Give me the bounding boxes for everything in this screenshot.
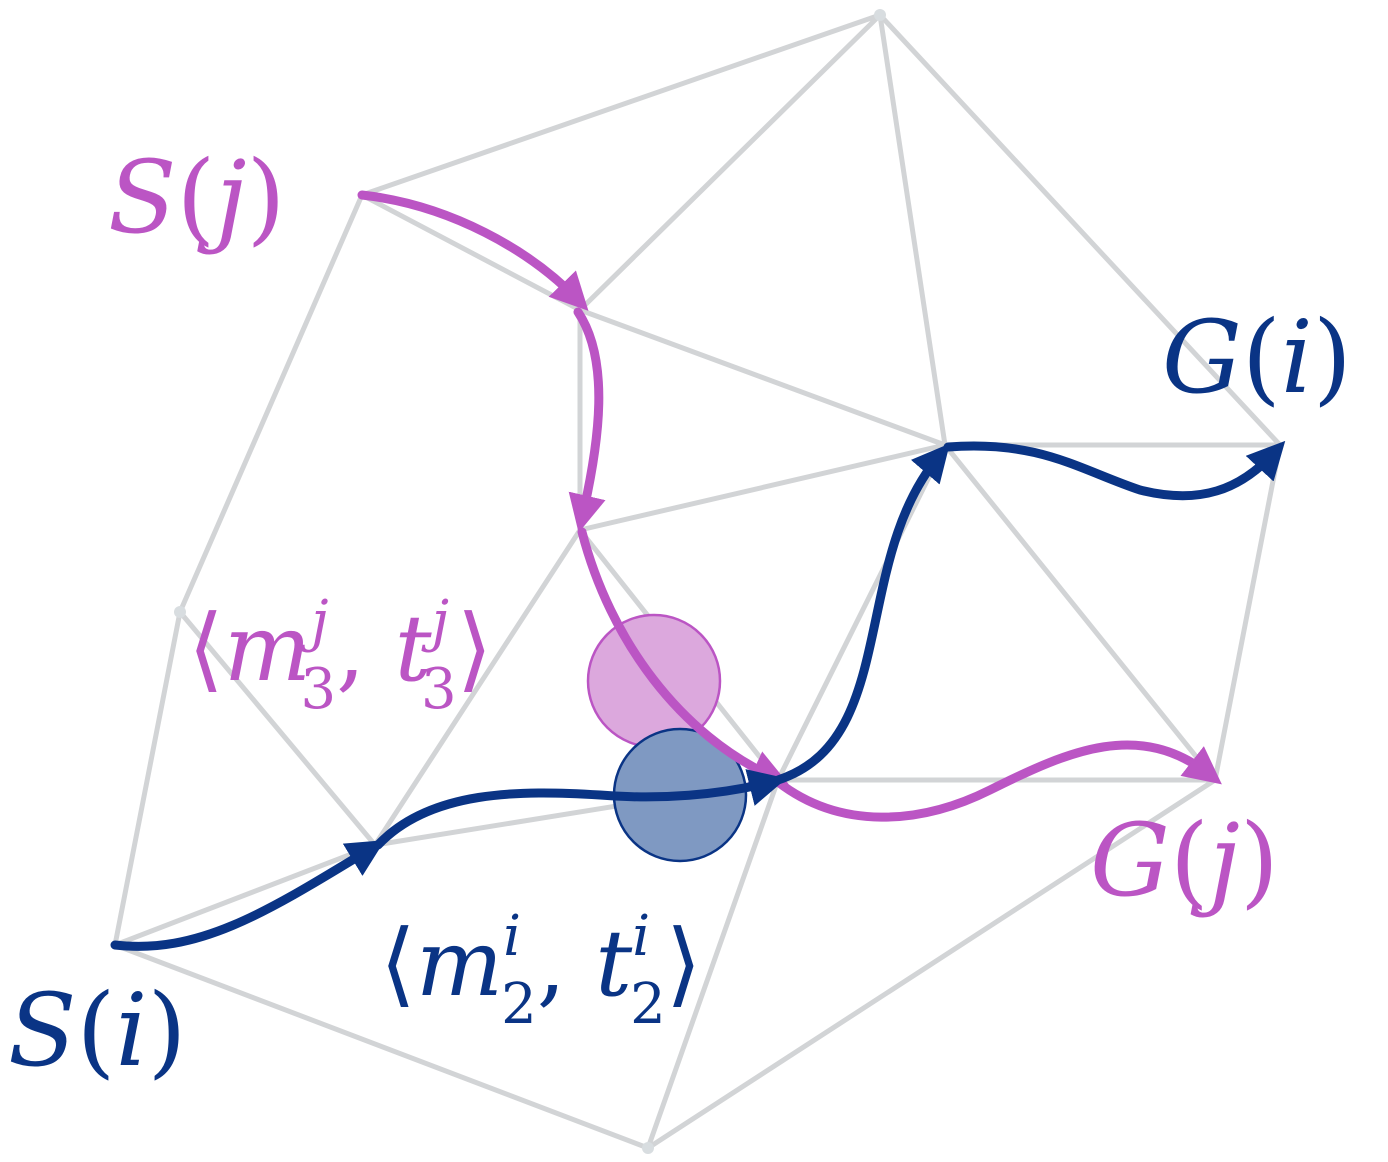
svg-text:⟨mi2, ti2⟩: ⟨mi2, ti2⟩ [380, 904, 702, 1037]
path-segment [943, 440, 1286, 501]
graph-edge [877, 12, 1283, 448]
graph-vertex [642, 1142, 654, 1154]
path-segment [373, 769, 787, 850]
svg-text:⟨mj3, tj3⟩: ⟨mj3, tj3⟩ [188, 589, 493, 722]
graph-edge [942, 442, 1218, 783]
svg-text:S(i): S(i) [8, 972, 187, 1089]
graph-edge [359, 192, 583, 313]
path-segment [577, 527, 789, 786]
goal-label-agent-i: G(i) [1162, 299, 1352, 416]
path-segment [568, 307, 606, 533]
path-segment [773, 740, 1222, 822]
graph-edge [775, 442, 948, 783]
graph-edge [645, 777, 1218, 1151]
agent-j-path [357, 190, 1222, 822]
graph-edge [645, 777, 781, 1151]
path-segment [110, 840, 385, 951]
graph-edge [112, 609, 183, 948]
svg-text:G(i): G(i) [1162, 299, 1352, 416]
path-segment [773, 443, 950, 785]
start-label-agent-j: S(j) [108, 139, 286, 256]
svg-text:S(j): S(j) [108, 139, 286, 256]
goal-label-agent-j: G(j) [1090, 802, 1279, 919]
graph-edge [112, 842, 378, 948]
path-segment [357, 190, 589, 311]
graph-edge [177, 192, 365, 615]
graph-vertex [874, 9, 886, 21]
graph-edge [1212, 442, 1283, 783]
graph-edge [577, 307, 948, 448]
svg-text:G(j): G(j) [1090, 802, 1279, 919]
start-label-agent-i: S(i) [8, 972, 187, 1089]
graph-edge [112, 942, 651, 1151]
conflict-region [586, 613, 748, 863]
graph-edge [577, 12, 883, 313]
graph-edge [177, 609, 378, 848]
graph-edge [372, 527, 583, 848]
graph-edge [877, 12, 948, 448]
graph-vertex [174, 606, 186, 618]
graph-edge [577, 442, 948, 533]
graph-edge [359, 12, 883, 198]
agent-i-path [110, 440, 1286, 951]
